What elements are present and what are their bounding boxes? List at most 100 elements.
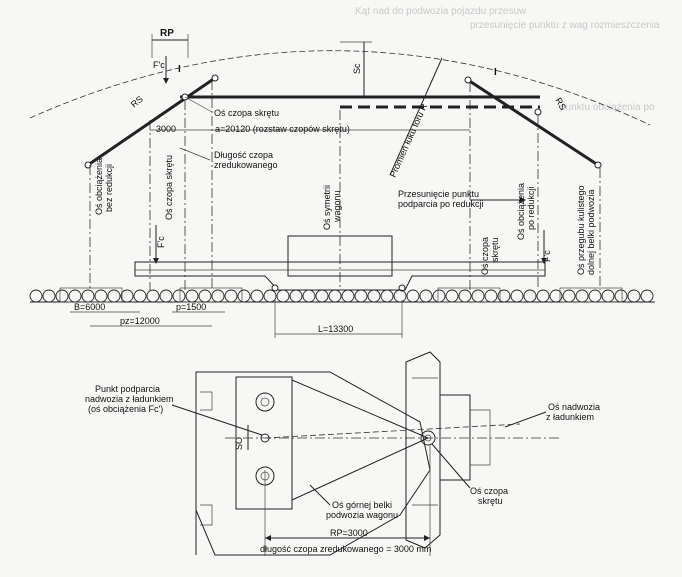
wheel <box>185 289 199 303</box>
wheel <box>107 289 121 303</box>
wheel <box>510 289 524 303</box>
bogie-frame-right <box>405 351 441 549</box>
wheel <box>640 289 654 303</box>
rail-icon-right: I <box>494 67 497 78</box>
vlabel-przegubu-2: dolnej belki podwozia <box>586 189 596 275</box>
wheel <box>562 289 576 303</box>
wheel <box>224 289 238 303</box>
rail-icon-left: I <box>178 64 181 75</box>
dlugosc-czopa-1: Długość czopa <box>214 150 273 160</box>
os-czopa-skretu-label: Oś czopa skrętu <box>214 108 279 118</box>
upper-beam-plate <box>235 376 293 510</box>
vlabel-fc-right: F'c <box>542 250 552 262</box>
punkt-3: (oś obciążenia Fc') <box>88 404 163 414</box>
wheel <box>393 289 407 303</box>
lower-body-plate <box>195 371 431 556</box>
dim-3000: 3000 <box>156 124 176 134</box>
vlabel-symetrii-1: Oś symetrii <box>322 185 332 230</box>
wheel <box>601 289 615 303</box>
vlabel-czopa-right-2: skrętu <box>490 237 500 262</box>
wheel <box>159 289 173 303</box>
vlabel-obc-bez-1: Oś obciążenia <box>94 158 104 215</box>
wheel <box>211 289 225 303</box>
wheel <box>588 289 602 303</box>
promien-toru-label: Promień łuku toru R <box>388 102 430 179</box>
przesuniecie-2: podparcia po redukcji <box>398 199 484 209</box>
wheel <box>237 289 251 303</box>
wheel <box>458 289 472 303</box>
wheel <box>484 289 498 303</box>
bottom-caption: długość czopa zredukowanego = 3000 mm <box>260 544 431 554</box>
os-nadwozia-1: Oś nadwozia <box>548 402 600 412</box>
a-dimension-label: a=20120 (rozstaw czopów skrętu) <box>215 124 350 134</box>
wheel <box>172 289 186 303</box>
wheel <box>367 289 381 303</box>
body-axis-lower <box>264 423 521 439</box>
vlabel-fc-left: F'c <box>156 236 166 248</box>
wheel <box>289 289 303 303</box>
right-lever-bar <box>467 78 599 167</box>
wheel <box>432 289 446 303</box>
vlabel-obc-po-1: Oś obciążenia <box>516 183 526 240</box>
wheel <box>42 289 56 303</box>
wheel <box>146 289 160 303</box>
dlugosc-czopa-2: zredukowanego <box>214 160 278 170</box>
wheelset-row <box>29 289 654 303</box>
wheel <box>523 289 537 303</box>
wheel <box>81 289 95 303</box>
left-lever-bar <box>87 76 216 167</box>
punkt-2: nadwozia z ładunkiem <box>85 394 174 404</box>
wheel <box>419 289 433 303</box>
os-czopa-lower-1: Oś czopa <box>470 486 508 496</box>
ghost-text-2: przesunięcie punktu z wag rozmieszczenia <box>470 20 660 31</box>
os-nadwozia-2: z ładunkiem <box>546 412 594 422</box>
vlabel-symetrii-2: wagonu <box>332 190 342 223</box>
dim-l: L=13300 <box>318 324 353 334</box>
rs-left: RS <box>129 94 145 110</box>
wheel <box>276 289 290 303</box>
kingpin-outer <box>420 430 436 446</box>
wheel <box>263 289 277 303</box>
wheel <box>250 289 264 303</box>
vlabel-czopa-left: Oś czopa skrętu <box>164 155 174 220</box>
wheel <box>302 289 316 303</box>
vlabel-czopa-right-1: Oś czopa <box>480 237 490 275</box>
wheel <box>315 289 329 303</box>
punkt-1: Punkt podparcia <box>95 384 160 394</box>
wheel <box>133 289 147 303</box>
wheel <box>536 289 550 303</box>
dim-p: p=1500 <box>176 302 206 312</box>
cargo-box <box>287 235 393 277</box>
wheel <box>328 289 342 303</box>
wheel <box>380 289 394 303</box>
os-gornej-2: podwozia wagonu <box>326 510 398 520</box>
wheel <box>68 289 82 303</box>
ghost-text-1: Kąt nad do podwozia pojazdu przesuw <box>355 6 527 17</box>
wheel <box>406 289 420 303</box>
dim-b: B=6000 <box>74 302 105 312</box>
wheel <box>354 289 368 303</box>
vlabel-obc-bez-2: bez redukcji <box>104 164 114 212</box>
vlabel-obc-po-2: po redukcji <box>526 186 536 230</box>
rp-label: RP <box>160 28 174 39</box>
wheel <box>94 289 108 303</box>
wheel <box>575 289 589 303</box>
so-label: SO <box>234 437 244 450</box>
bolt-top <box>255 392 275 412</box>
vlabel-przegubu-1: Oś przegubu kulistego <box>576 185 586 275</box>
track-arc <box>29 50 651 126</box>
os-czopa-lower-2: skrętu <box>478 496 503 506</box>
wheel <box>341 289 355 303</box>
dim-pz: pz=12000 <box>120 316 160 326</box>
sc-label: Sc <box>352 63 362 74</box>
fc-label-left: F'c <box>153 60 165 70</box>
wheel <box>55 289 69 303</box>
radius-line <box>389 57 443 176</box>
wheel <box>120 289 134 303</box>
wheel <box>445 289 459 303</box>
wheel <box>471 289 485 303</box>
wagon-frame <box>134 261 546 291</box>
rp-dim-lower: RP=3000 <box>330 528 368 538</box>
